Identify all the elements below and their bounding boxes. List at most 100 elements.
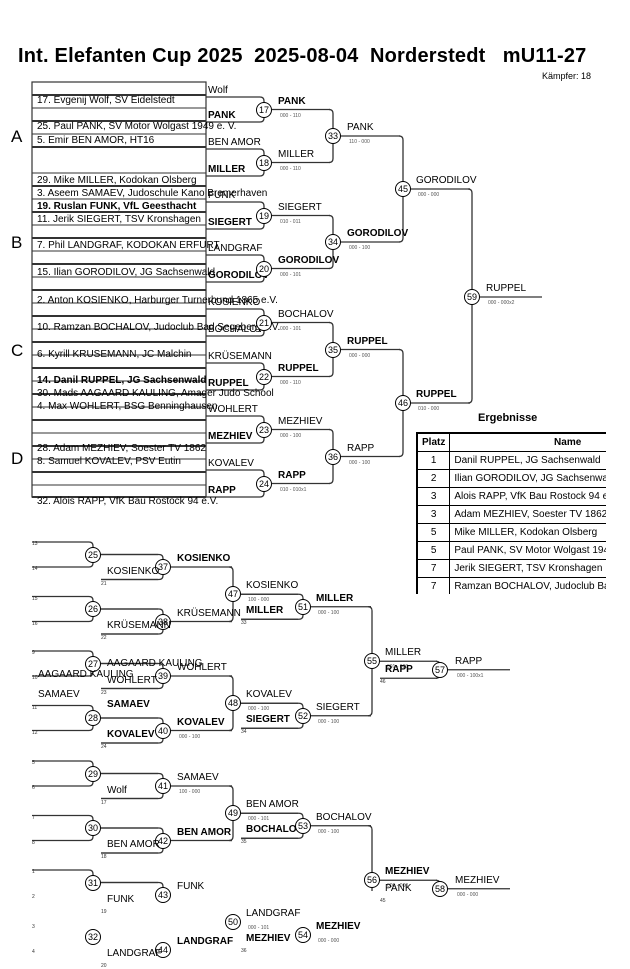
bronze-score: 000 - 000: [457, 891, 479, 898]
fight-40-badge: 40: [155, 722, 171, 739]
source-fight: 33: [241, 620, 247, 627]
seed-number: 4: [32, 948, 35, 955]
final-score: 000 - 000x2: [488, 300, 515, 306]
fight-45-winner: GORODILOV: [416, 175, 477, 186]
entry-row: 10. Ramzan BOCHALOV, Judoclub Bad Segebe…: [37, 322, 281, 333]
repechage-r4-winner: BOCHALOV: [316, 811, 372, 823]
fight-41-badge: 41: [155, 778, 171, 794]
entry-row: 17. Evgenij Wolf, SV Eidelstedt: [37, 95, 175, 106]
seed-number: 7: [32, 814, 35, 821]
bronze-lower: RAPP: [385, 664, 413, 676]
fight-33-badge: 33: [325, 128, 341, 144]
repechage-label: SAMAEV: [107, 699, 150, 710]
final-winner: RUPPEL: [486, 283, 527, 294]
results-place: 7: [416, 577, 451, 594]
fight-25-badge: 25: [85, 546, 101, 563]
source-fight: 22: [101, 635, 107, 641]
fight-20-badge: 20: [256, 260, 272, 277]
entry-row: 25. Paul PANK, SV Motor Wolgast 1949 e. …: [37, 121, 237, 132]
round1-competitor: LANDGRAF: [208, 243, 263, 254]
seed-number: 16: [32, 620, 38, 627]
fight-33-score: 110 - 000: [349, 139, 370, 145]
entry-row: 5. Emir BEN AMOR, HT16: [37, 135, 155, 146]
fight-37-badge: 37: [155, 559, 171, 575]
fight-19-score: 010 - 011: [280, 218, 301, 225]
fight-34-score: 000 - 100: [349, 245, 371, 251]
fight-56-badge: 56: [364, 872, 380, 889]
entry-row: 8. Samuel KOVALEV, PSV Eutin: [37, 456, 181, 467]
seed-number: 12: [32, 729, 38, 736]
repechage-r4-winner: MEZHIEV: [316, 920, 361, 932]
fight-27-badge: 27: [85, 655, 101, 672]
fight-36-badge: 36: [325, 448, 341, 465]
repechage-r4-score: 000 - 000: [318, 937, 340, 944]
group-label-d: D: [11, 449, 24, 468]
source-fight: 36: [241, 948, 247, 955]
round1-competitor: MEZHIEV: [208, 431, 253, 442]
group-label-b: B: [11, 233, 23, 252]
seed-number: 2: [32, 894, 35, 900]
fight-45-badge: 45: [395, 181, 411, 197]
results-place: 5: [416, 541, 451, 560]
repechage-r4-winner: MILLER: [316, 592, 354, 604]
round1-competitor: BEN AMOR: [208, 137, 261, 148]
repechage-r2-winner: KOSIENKO: [177, 553, 231, 564]
repechage-r2-lower: KRÜSEMANN: [107, 620, 171, 631]
entry-row: 3. Aseem SAMAEV, Judoschule Kano Bremerh…: [37, 188, 268, 199]
bronze-winner: MEZHIEV: [455, 874, 500, 886]
results-place: 3: [416, 487, 451, 506]
entry-row: 11. Jerik SIEGERT, TSV Kronshagen: [37, 214, 201, 225]
results-col-place: Platz: [416, 432, 451, 452]
repechage-r4-score: 000 - 100: [318, 609, 340, 616]
results-name: Jerik SIEGERT, TSV Kronshagen: [449, 559, 606, 578]
entry-row: 32. Alois RAPP, VfK Bau Rostock 94 e.V.: [37, 496, 219, 507]
fight-26-badge: 26: [85, 601, 101, 617]
results-place: 2: [416, 469, 451, 488]
round1-competitor: FUNK: [208, 190, 236, 201]
round1-competitor: RAPP: [208, 485, 236, 496]
repechage-r3-score: 000 - 101: [248, 816, 270, 823]
fight-55-badge: 55: [364, 653, 380, 670]
repechage-r2-winner: KOVALEV: [177, 716, 225, 728]
repechage-r4-lower: BOCHALOV: [246, 824, 304, 836]
fight-19-winner: SIEGERT: [278, 201, 322, 213]
repechage-r3-score: 100 - 000: [248, 597, 270, 604]
repechage-r2-score: 100 - 000: [179, 789, 201, 795]
fight-45-score: 000 - 000: [418, 192, 440, 198]
repechage-r4-score: 000 - 100: [318, 828, 340, 835]
round1-competitor: Wolf: [208, 85, 228, 96]
repechage-r4-score: 000 - 100: [318, 718, 340, 725]
bronze-lower: PANK: [385, 883, 412, 895]
fight-23-badge: 23: [256, 421, 272, 438]
fight-29-badge: 29: [85, 765, 101, 782]
seed-number: 15: [32, 595, 38, 602]
fight-20-score: 000 - 101: [280, 271, 302, 278]
fight-49-badge: 49: [225, 805, 241, 822]
fight-36-score: 000 - 100: [349, 459, 371, 466]
fight-47-badge: 47: [225, 586, 241, 603]
seed-number: 10: [32, 675, 38, 681]
repechage-r4-lower: SIEGERT: [246, 714, 290, 726]
round1-competitor: KOVALEV: [208, 458, 254, 469]
repechage-r2-lower: KOVALEV: [107, 729, 155, 740]
round1-competitor: KRÜSEMANN: [208, 351, 272, 362]
repechage-r4-winner: SIEGERT: [316, 701, 360, 713]
page-title: Int. Elefanten Cup 2025 2025-08-04 Norde…: [18, 45, 587, 67]
fight-20-winner: GORODILOV: [278, 254, 340, 266]
repechage-r5-winner: MEZHIEV: [385, 866, 430, 878]
repechage-r2-score: 000 - 100: [179, 733, 201, 740]
source-fight: 21: [101, 580, 107, 587]
fight-42-badge: 42: [155, 832, 171, 849]
results-place: 3: [416, 505, 451, 524]
seed-number: 1: [32, 869, 35, 875]
fight-35-badge: 35: [325, 341, 341, 358]
fight-18-score: 000 - 110: [280, 165, 301, 172]
repechage-r2-winner: LANDGRAF: [177, 935, 234, 947]
fight-17-winner: PANK: [278, 95, 306, 107]
repechage-r5-winner: MILLER: [385, 647, 422, 659]
repechage-r5-score: 001 - 000: [387, 664, 409, 671]
